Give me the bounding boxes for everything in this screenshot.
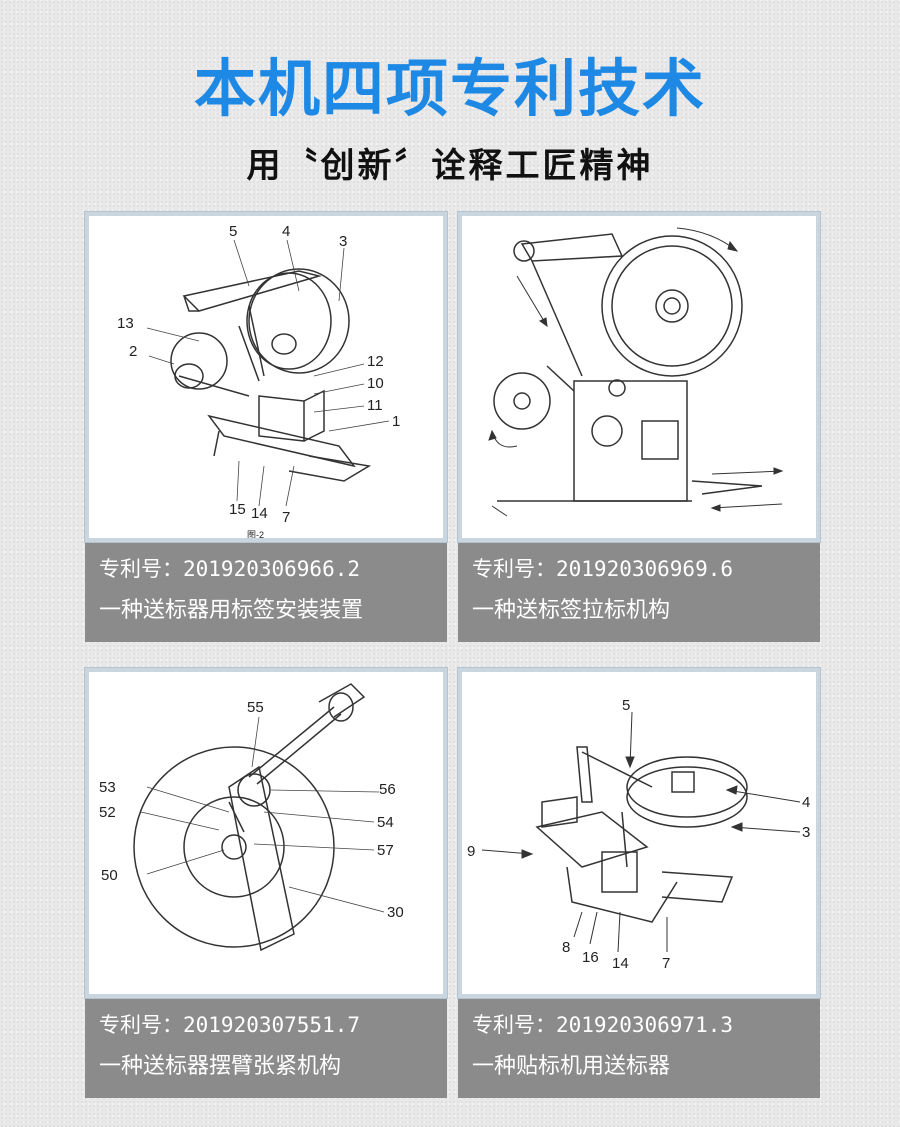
swing-arm-tension-drawing: 55 53 52 56 54 57 50 30 xyxy=(99,683,404,952)
drawing-label: 4 xyxy=(282,223,290,240)
patent-card-2: 专利号：201920306969.6 一种送标签拉标机构 xyxy=(458,212,820,642)
drawing-label: 50 xyxy=(101,867,118,884)
drawing-label: 14 xyxy=(612,955,629,972)
drawing-label: 14 xyxy=(251,505,268,522)
patent-drawing-1: 5 4 3 13 2 12 10 11 1 15 14 7 图-2 xyxy=(85,212,447,542)
patent-card-3: 55 53 52 56 54 57 50 30 专利号：201920307551… xyxy=(85,668,447,1098)
drawing-label: 12 xyxy=(367,353,384,370)
drawing-label: 1 xyxy=(392,413,400,430)
patent-caption-1: 专利号：201920306966.2 一种送标器用标签安装装置 xyxy=(85,542,447,642)
drawing-label: 52 xyxy=(99,804,116,821)
drawing-label: 7 xyxy=(662,955,670,972)
drawing-label: 30 xyxy=(387,904,404,921)
drawing-label: 5 xyxy=(622,697,630,714)
drawing-label: 55 xyxy=(247,699,264,716)
patent-name: 一种送标器用标签安装装置 xyxy=(99,598,364,623)
drawing-label: 57 xyxy=(377,842,394,859)
drawing-label: 54 xyxy=(377,814,394,831)
label-pulling-mechanism-drawing xyxy=(488,227,784,517)
page-subtitle: 用〝创新〞诠释工匠精神 xyxy=(246,146,654,186)
drawing-label: 4 xyxy=(802,794,810,811)
drawing-label: 13 xyxy=(117,315,134,332)
patent-name: 一种送标签拉标机构 xyxy=(472,598,671,623)
drawing-label: 16 xyxy=(582,949,599,966)
patent-caption-4: 专利号：201920306971.3 一种贴标机用送标器 xyxy=(458,998,820,1098)
drawing-label: 8 xyxy=(562,939,570,956)
drawing-label: 5 xyxy=(229,223,237,240)
drawing-label: 7 xyxy=(282,509,290,526)
patent-caption-3: 专利号：201920307551.7 一种送标器摆臂张紧机构 xyxy=(85,998,447,1098)
patent-card-1: 5 4 3 13 2 12 10 11 1 15 14 7 图-2 专利号：20… xyxy=(85,212,447,642)
patent-drawing-3: 55 53 52 56 54 57 50 30 xyxy=(85,668,447,998)
patent-drawing-2 xyxy=(458,212,820,542)
label-feeder-drawing: 5 4 3 9 8 16 14 7 xyxy=(467,697,810,972)
drawing-label: 2 xyxy=(129,343,137,360)
drawing-label: 3 xyxy=(802,824,810,841)
drawing-label: 15 xyxy=(229,501,246,518)
drawing-label: 53 xyxy=(99,779,116,796)
drawing-label: 3 xyxy=(339,233,347,250)
drawing-label: 56 xyxy=(379,781,396,798)
patent-number: 专利号：201920306969.6 xyxy=(472,557,734,581)
drawing-label: 10 xyxy=(367,375,384,392)
figure-caption: 图-2 xyxy=(247,530,264,538)
patent-caption-2: 专利号：201920306969.6 一种送标签拉标机构 xyxy=(458,542,820,642)
drawing-label: 9 xyxy=(467,843,475,860)
patent-number: 专利号：201920306966.2 xyxy=(99,557,361,581)
patent-drawing-4: 5 4 3 9 8 16 14 7 xyxy=(458,668,820,998)
patent-number: 专利号：201920306971.3 xyxy=(472,1013,734,1037)
patent-name: 一种贴标机用送标器 xyxy=(472,1054,671,1079)
patent-name: 一种送标器摆臂张紧机构 xyxy=(99,1054,342,1079)
drawing-label: 11 xyxy=(367,397,383,414)
page-title: 本机四项专利技术 xyxy=(193,52,706,125)
patent-card-4: 5 4 3 9 8 16 14 7 专利号：201920306971.3 一种贴… xyxy=(458,668,820,1098)
label-install-device-drawing: 5 4 3 13 2 12 10 11 1 15 14 7 图-2 xyxy=(117,223,400,538)
patent-number: 专利号：201920307551.7 xyxy=(99,1013,361,1037)
